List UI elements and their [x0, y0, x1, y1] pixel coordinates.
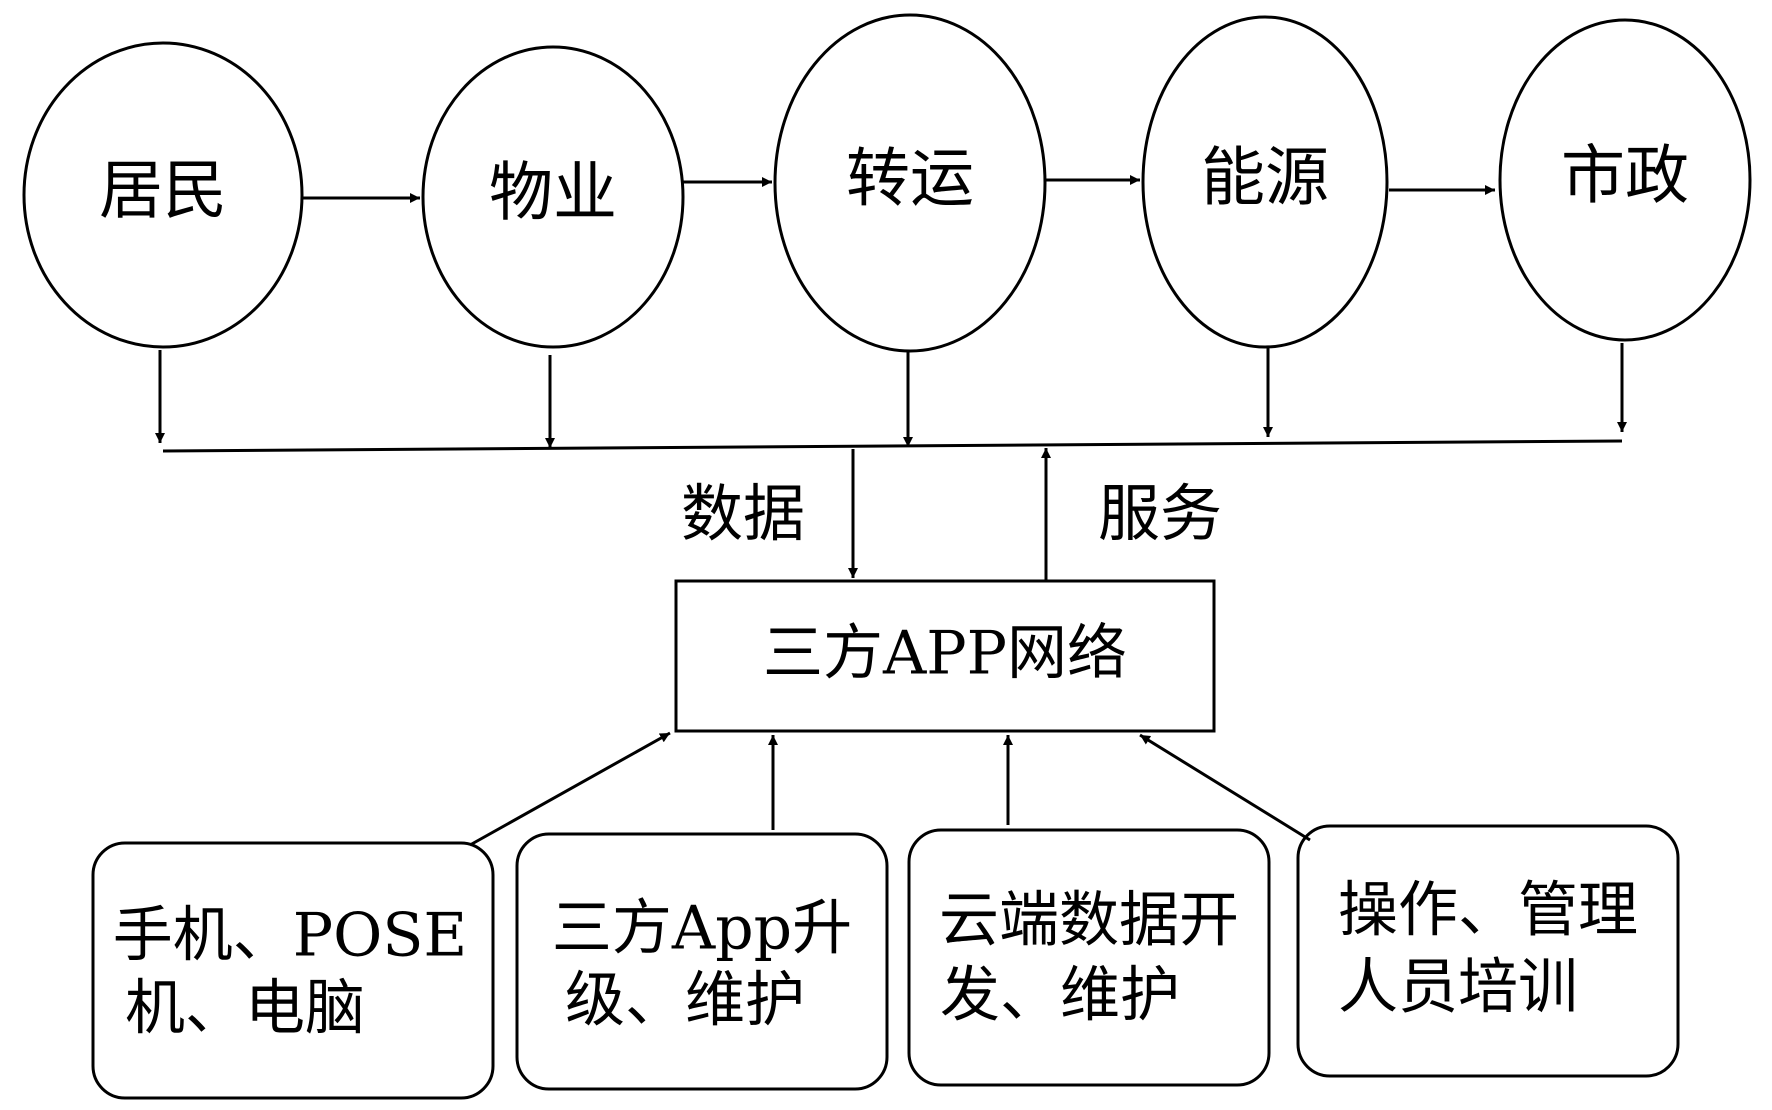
support-box-cloud-data-line1: 云端数据开	[939, 886, 1239, 956]
support-box-training-line1: 操作、管理	[1338, 876, 1638, 946]
support-box-app-upgrade: 三方App升 级、维护	[515, 832, 889, 1091]
stakeholder-label-transfer: 转运	[846, 143, 974, 217]
support-box-app-upgrade-line2: 级、维护	[565, 966, 805, 1036]
support-box-devices-line2: 机、电脑	[125, 974, 365, 1044]
center-app-network-box: 三方APP网络	[674, 579, 1216, 733]
support-box-app-upgrade-line1: 三方App升	[552, 894, 852, 964]
data-flow-label: 数据	[681, 477, 805, 550]
stakeholder-node-municipal: 市政	[1498, 18, 1752, 342]
service-flow-label: 服务	[1098, 477, 1222, 550]
support-arrow-devices	[469, 731, 671, 847]
stakeholder-node-energy: 能源	[1141, 15, 1389, 349]
support-box-devices: 手机、POSE 机、电脑	[91, 841, 495, 1100]
stakeholder-label-resident: 居民	[99, 155, 227, 229]
center-app-network-label: 三方APP网络	[763, 619, 1127, 689]
support-box-cloud-data: 云端数据开 发、维护	[907, 828, 1271, 1087]
stakeholder-label-property: 物业	[489, 157, 617, 231]
stakeholder-node-property: 物业	[421, 45, 685, 349]
support-box-cloud-data-line2: 发、维护	[940, 961, 1180, 1031]
stakeholder-label-energy: 能源	[1201, 142, 1329, 216]
stakeholder-node-resident: 居民	[22, 41, 304, 349]
support-arrow-training	[1139, 733, 1311, 842]
stakeholder-label-municipal: 市政	[1561, 140, 1689, 214]
support-box-devices-line1: 手机、POSE	[113, 901, 467, 971]
stakeholder-node-transfer: 转运	[773, 13, 1047, 353]
support-box-training-line2: 人员培训	[1338, 953, 1578, 1023]
support-box-training: 操作、管理 人员培训	[1296, 824, 1680, 1078]
collector-bus-line	[162, 439, 1623, 453]
